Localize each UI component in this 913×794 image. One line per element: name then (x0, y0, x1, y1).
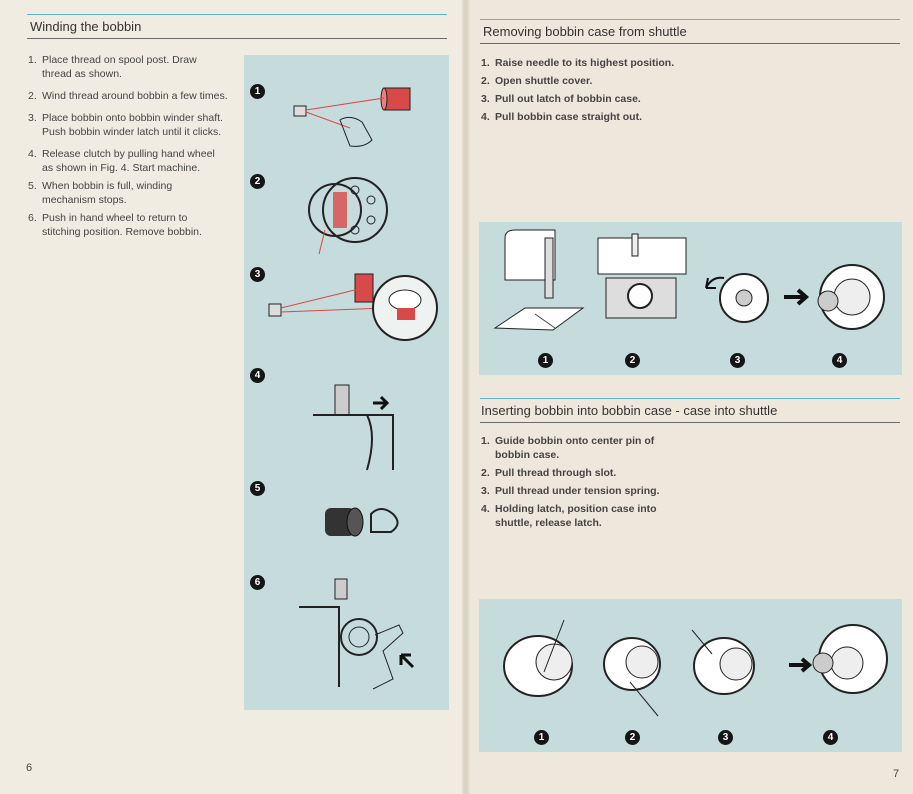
title-rule-bottom (480, 43, 900, 44)
figure-number-2: 2 (250, 174, 265, 189)
figure-number-2: 2 (625, 353, 640, 368)
hand-wheel-pull-illustration (313, 384, 394, 471)
removing-steps-list: 1.Raise needle to its highest position. … (481, 56, 861, 129)
figure-number-5: 5 (250, 481, 265, 496)
case-into-shuttle-illustration (789, 624, 888, 694)
figure-number-1: 1 (538, 353, 553, 368)
list-item: 1.Place thread on spool post. Draw threa… (28, 54, 197, 80)
page-number-right: 7 (893, 768, 900, 780)
list-item: 5.When bobbin is full, winding mechanism… (28, 180, 173, 206)
list-item: 1.Raise needle to its highest position. (481, 57, 675, 69)
figure-number-2: 2 (625, 730, 640, 745)
figure-number-3: 3 (730, 353, 745, 368)
figure-number-4: 4 (250, 368, 265, 383)
figure-number-3: 3 (718, 730, 733, 745)
figure-number-1: 1 (250, 84, 265, 99)
figure-number-4: 4 (823, 730, 838, 745)
full-bobbin-illustration (325, 507, 399, 537)
section-title-removing: Removing bobbin case from shuttle (483, 24, 687, 39)
thread-through-slot-illustration (603, 637, 661, 717)
push-hand-wheel-illustration (299, 578, 415, 690)
winding-steps-list: 1.Place thread on spool post. Draw threa… (28, 53, 228, 244)
bobbin-onto-pin-illustration (503, 619, 573, 697)
list-item: 3.Pull thread under tension spring. (481, 485, 660, 497)
list-item: 3.Place bobbin onto bobbin winder shaft.… (28, 112, 223, 138)
list-item: 4.Release clutch by pulling hand wheel a… (28, 148, 215, 174)
list-item: 2.Wind thread around bobbin a few times. (28, 90, 228, 102)
list-item: 4.Pull bobbin case straight out. (481, 111, 643, 123)
shuttle-cover-open-illustration (597, 233, 687, 319)
thread-under-spring-illustration (691, 629, 755, 695)
list-item: 6.Push in hand wheel to return to stitch… (28, 212, 202, 238)
title-rule-bottom (27, 38, 447, 39)
section-title-winding: Winding the bobbin (30, 19, 142, 34)
list-item: 4.Holding latch, position case into shut… (481, 503, 657, 529)
figure-number-4: 4 (832, 353, 847, 368)
figure-number-3: 3 (250, 267, 265, 282)
page-number-left: 6 (26, 762, 33, 774)
title-rule-top (480, 398, 900, 399)
list-item: 3.Pull out latch of bobbin case. (481, 93, 641, 105)
inserting-steps-list: 1.Guide bobbin onto center pin of bobbin… (481, 434, 681, 535)
pull-latch-illustration (705, 273, 769, 323)
winding-figures-panel (244, 55, 449, 710)
list-item: 2.Pull thread through slot. (481, 467, 617, 479)
title-rule-top (480, 19, 900, 20)
bobbin-case-out-illustration (784, 264, 885, 330)
figure-number-1: 1 (534, 730, 549, 745)
bobbin-winder-illustration (268, 273, 438, 341)
page-gutter (462, 0, 470, 794)
list-item: 2.Open shuttle cover. (481, 75, 593, 87)
section-title-inserting: Inserting bobbin into bobbin case - case… (481, 403, 778, 418)
list-item: 1.Guide bobbin onto center pin of bobbin… (481, 435, 655, 461)
figure-number-6: 6 (250, 575, 265, 590)
title-rule-bottom (480, 422, 900, 423)
needle-raised-illustration (493, 229, 585, 331)
bobbin-illustration (308, 177, 388, 255)
spool-thread-illustration (293, 87, 411, 147)
title-rule-top (27, 14, 447, 15)
